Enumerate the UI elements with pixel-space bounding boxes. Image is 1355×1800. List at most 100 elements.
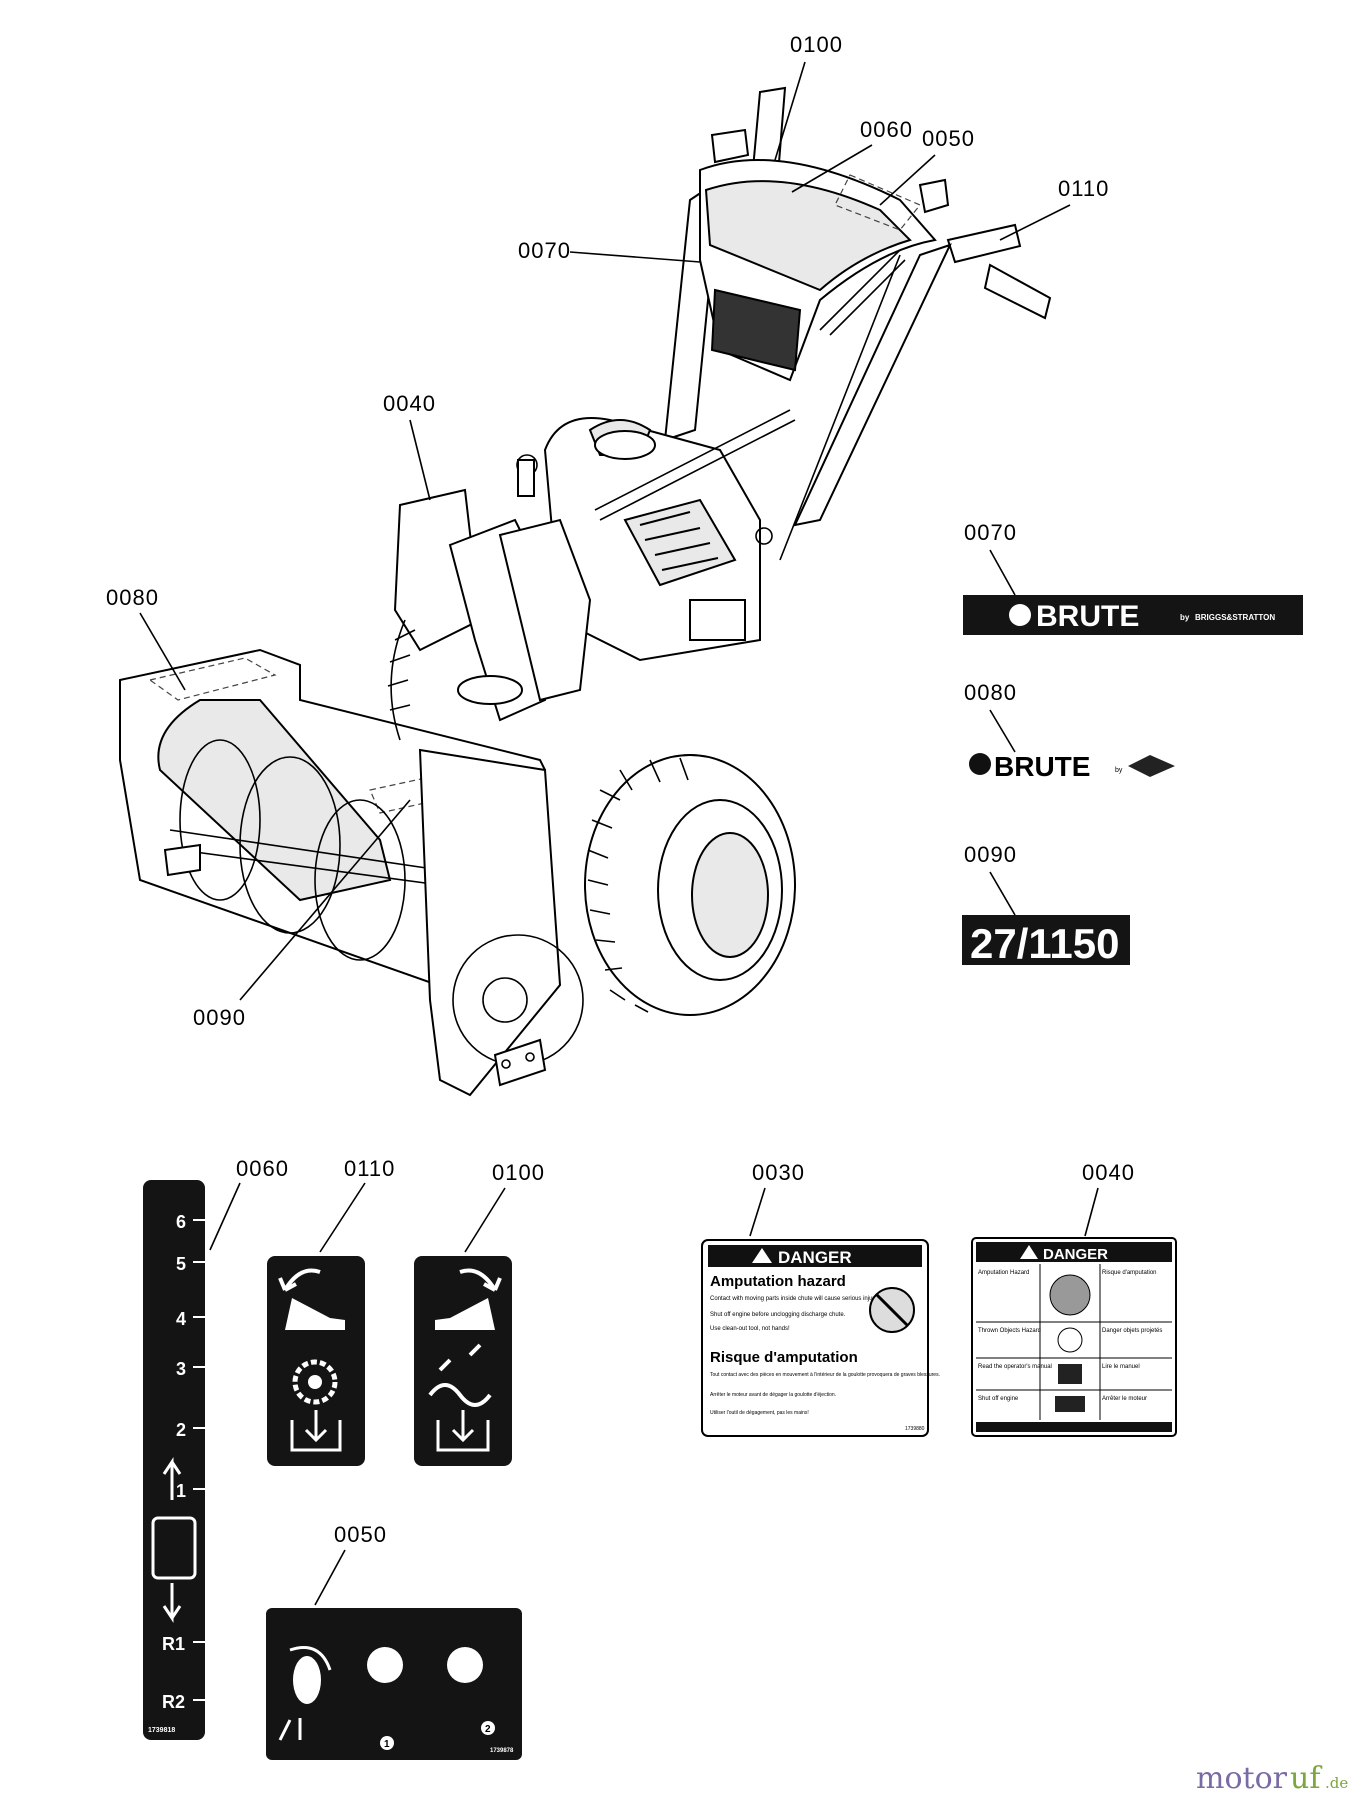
brute-banner-maker: BRIGGS&STRATTON: [1195, 613, 1275, 622]
callout-0080-decal: 0080: [964, 680, 1017, 705]
snowblower-icon: [151, 1516, 197, 1580]
danger-0040-cell-6: Lire le manuel: [1102, 1364, 1140, 1370]
decal-0090-group: 0090 27/1150: [962, 842, 1130, 967]
snowblower-illustration: [119, 86, 1052, 1097]
chute-icon-2: [447, 1647, 483, 1683]
danger-0030-bullet-fr-1: Arrêter le moteur avant de dégager la go…: [710, 1392, 836, 1398]
speed-4: 4: [176, 1309, 186, 1329]
rotate-arrow-icon: [289, 1646, 332, 1671]
push-down-icon: [290, 1410, 342, 1452]
danger-0030-text-fr: Tout contact avec des pièces en mouvemen…: [710, 1372, 940, 1378]
wheel-drive-icon: [292, 1359, 338, 1405]
danger-0040-footer: [976, 1422, 1172, 1432]
danger-0030-title-fr: Risque d'amputation: [710, 1349, 858, 1366]
decal-0050-group: 0050 1 2 1739878: [266, 1522, 522, 1760]
thrown-objects-icon: [1057, 1327, 1083, 1353]
decal-0110-group: 0110: [267, 1156, 395, 1466]
reverse-arrow-icon: [162, 1583, 182, 1623]
brute-logo-wordmark: BRUTE: [994, 751, 1090, 782]
watermark-domain: .de: [1325, 1774, 1348, 1792]
danger-0040-cell-8: Arrêter le moteur: [1102, 1396, 1147, 1402]
danger-0040-cell-4: Danger objets projetés: [1102, 1328, 1162, 1334]
chute-decal-partno: 1739878: [490, 1748, 514, 1754]
callout-0050: 0050: [922, 126, 975, 151]
speed-decal: [143, 1180, 205, 1740]
callout-0080: 0080: [106, 585, 159, 610]
danger-0030-header-text: DANGER: [778, 1248, 852, 1267]
bulldog-logo-black: [969, 753, 991, 775]
decal-0030-group: 0030 DANGER Amputation hazard Contact wi…: [701, 1160, 940, 1437]
watermark-brand-b: uf: [1290, 1761, 1322, 1796]
callout-0090-decal: 0090: [964, 842, 1017, 867]
callout-0070: 0070: [518, 238, 571, 263]
auger-icon: [428, 1343, 492, 1407]
danger-0030-partno: 1739880: [905, 1426, 925, 1432]
watermark: motor uf .de: [1196, 1761, 1348, 1796]
speed-1: 1: [176, 1481, 186, 1501]
key-icon: [1055, 1396, 1085, 1412]
lever-icon: [285, 1298, 345, 1330]
callout-0100-decal: 0100: [492, 1160, 545, 1185]
callout-0050-decal: 0050: [334, 1522, 387, 1547]
brute-banner-by: by: [1180, 613, 1190, 622]
danger-0030-bullet-fr-2: Utiliser l'outil de dégagement, pas les …: [710, 1410, 809, 1416]
danger-0030-title-en: Amputation hazard: [710, 1273, 846, 1290]
manual-icon: [1058, 1364, 1082, 1384]
callout-0090: 0090: [193, 1005, 246, 1030]
callout-0030-decal: 0030: [752, 1160, 805, 1185]
callout-0040-decal: 0040: [1082, 1160, 1135, 1185]
chute-tilt-icon: [278, 1718, 302, 1741]
chute-icon-1: [367, 1647, 403, 1683]
callout-0040: 0040: [383, 391, 436, 416]
callout-0060: 0060: [860, 117, 913, 142]
danger-0040-cell-2: Risque d'amputation: [1102, 1270, 1157, 1276]
callout-0070-decal: 0070: [964, 520, 1017, 545]
danger-0030-decal: [701, 1239, 929, 1437]
lever-rotate-icon: [278, 1268, 321, 1292]
model-number: 27/1150: [970, 920, 1120, 967]
danger-0040-cell-7: Shut off engine: [978, 1396, 1019, 1402]
speed-6: 6: [176, 1212, 186, 1232]
top-callouts: 0100 0060 0050 0110 0070 0040 0080 0090: [106, 32, 1109, 1030]
danger-0040-cell-3: Thrown Objects Hazard: [978, 1328, 1041, 1334]
briggs-badge: [1128, 755, 1175, 777]
callout-0110-decal: 0110: [344, 1156, 395, 1181]
chute-num-2: 2: [485, 1724, 491, 1735]
joystick-icon: [293, 1656, 321, 1704]
callout-0100: 0100: [790, 32, 843, 57]
decal-0070-group: 0070 BRUTE by BRIGGS&STRATTON: [963, 520, 1303, 635]
watermark-brand-a: motor: [1196, 1761, 1288, 1796]
decal-0080-group: 0080 BRUTE by: [964, 680, 1175, 782]
brute-banner-wordmark: BRUTE: [1036, 600, 1139, 633]
danger-0030-text-en: Contact with moving parts inside chute w…: [710, 1296, 879, 1302]
callout-0060-decal: 0060: [236, 1156, 289, 1181]
forward-arrow-icon: [162, 1457, 182, 1500]
speed-decal-partno: 1739818: [148, 1727, 175, 1734]
danger-0030-bullet-1: Shut off engine before unclogging discha…: [710, 1312, 846, 1318]
callout-0110: 0110: [1058, 176, 1109, 201]
danger-0030-bullet-2: Use clean-out tool, not hands!: [710, 1326, 790, 1332]
chute-control-decal: [266, 1608, 522, 1760]
speed-2: 2: [176, 1420, 186, 1440]
speed-5: 5: [176, 1254, 186, 1274]
speed-3: 3: [176, 1359, 186, 1379]
speed-r1: R1: [162, 1634, 185, 1654]
danger-0040-cell-5: Read the operator's manual: [978, 1364, 1052, 1370]
lever-icon-right: [435, 1298, 495, 1330]
speed-r2: R2: [162, 1692, 185, 1712]
warning-triangle-icon: [752, 1248, 772, 1263]
bulldog-logo: [1009, 604, 1031, 626]
warning-triangle-icon-2: [1020, 1245, 1038, 1259]
model-decal: [962, 915, 1130, 965]
danger-0040-header-text: DANGER: [1043, 1246, 1108, 1263]
decal-0040-group: 0040 DANGER Amputation Hazard Risque d'a…: [971, 1160, 1177, 1437]
push-down-icon-right: [436, 1410, 490, 1452]
lever-rotate-icon-right: [459, 1268, 502, 1292]
decal-0100-group: 0100: [414, 1160, 545, 1466]
chute-num-1: 1: [384, 1739, 390, 1750]
decal-0060-group: 0060 6 5 4 3 2 1 R1 R2 1739818: [143, 1156, 289, 1740]
amputation-icon: [1049, 1274, 1091, 1316]
danger-0040-cell-1: Amputation Hazard: [978, 1270, 1029, 1276]
brute-logo-by: by: [1115, 767, 1123, 774]
